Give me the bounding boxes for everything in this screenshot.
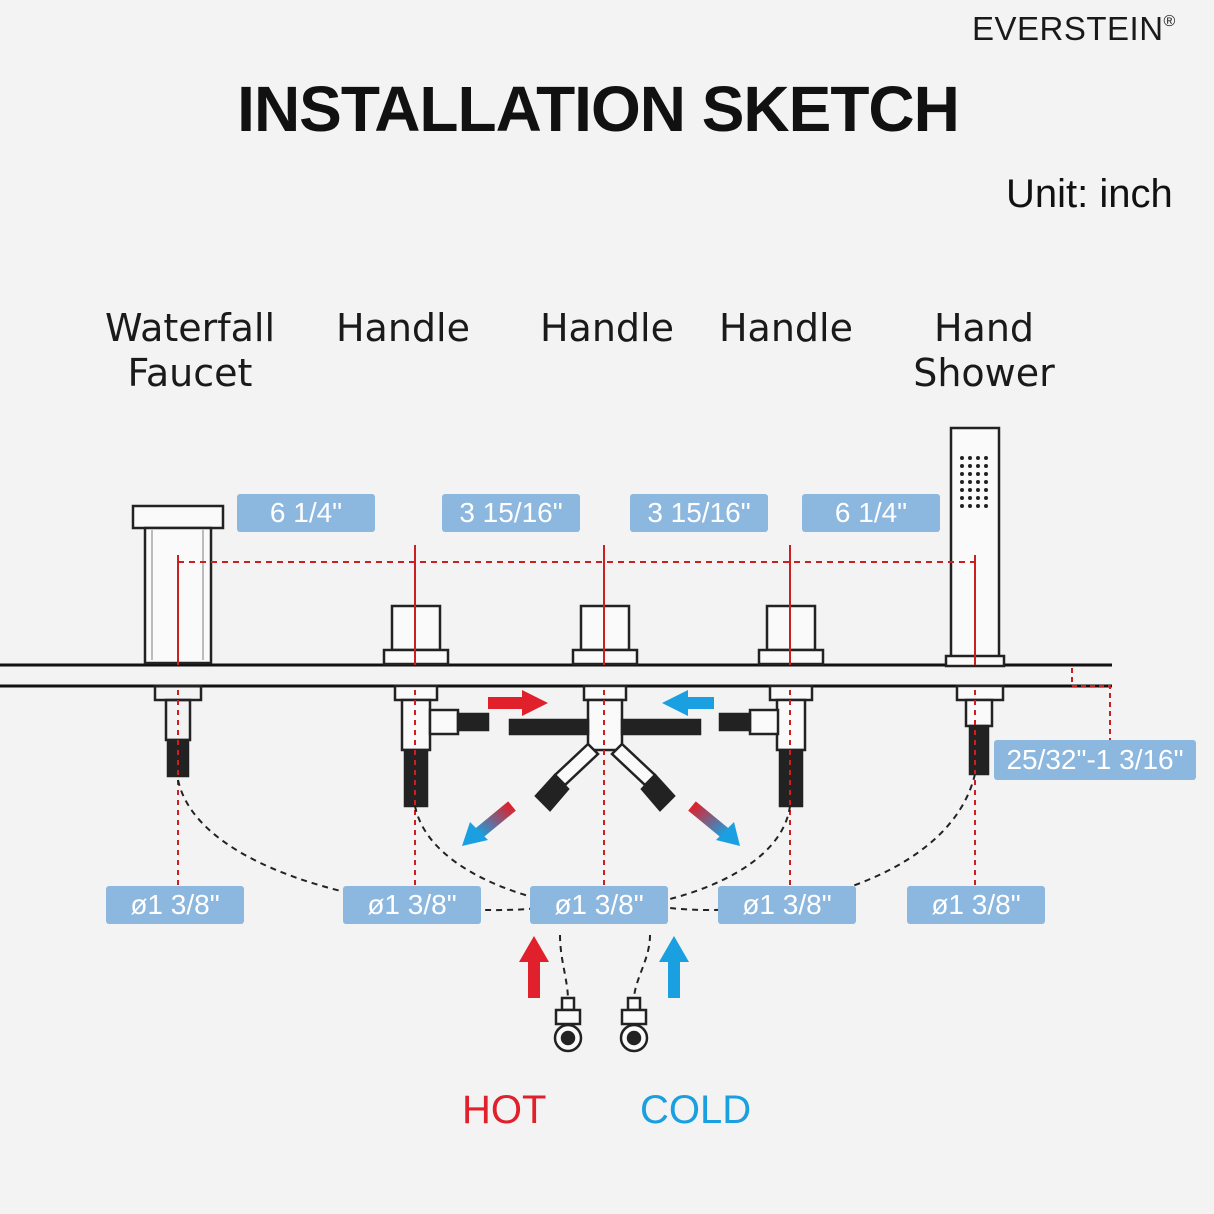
mixed-flow-arrow-left bbox=[462, 801, 516, 846]
spacing-badge-2: 3 15/16" bbox=[442, 494, 580, 532]
handle-left-body bbox=[382, 604, 490, 808]
hand-shower-nozzles bbox=[960, 456, 988, 508]
hole-diameter-badge-1: ø1 3/8" bbox=[106, 886, 244, 924]
hole-diameter-badge-3: ø1 3/8" bbox=[530, 886, 668, 924]
spacing-badge-1: 6 1/4" bbox=[237, 494, 375, 532]
spacing-dimension bbox=[177, 545, 976, 665]
hot-label: HOT bbox=[462, 1088, 547, 1132]
label-waterfall-faucet: Waterfall Faucet bbox=[104, 306, 276, 395]
deck-thickness-badge: 25/32"-1 3/16" bbox=[994, 740, 1196, 780]
hot-flow-arrow bbox=[488, 690, 548, 716]
label-handle-right: Handle bbox=[718, 306, 853, 350]
spacing-badge-4: 6 1/4" bbox=[802, 494, 940, 532]
cold-supply-arrow bbox=[659, 936, 689, 998]
hole-diameter-badge-5: ø1 3/8" bbox=[907, 886, 1045, 924]
cold-label: COLD bbox=[640, 1088, 752, 1132]
deck-thickness-callout bbox=[1071, 668, 1111, 740]
deck bbox=[0, 663, 1112, 688]
label-hand-shower: Hand Shower bbox=[913, 306, 1055, 395]
label-handle-left: Handle bbox=[335, 306, 470, 350]
cold-flow-arrow bbox=[662, 690, 714, 716]
hole-diameter-badge-4: ø1 3/8" bbox=[718, 886, 856, 924]
supply-hoses bbox=[177, 773, 976, 1001]
handle-right-body bbox=[718, 604, 825, 808]
cold-supply-valve bbox=[619, 996, 649, 1053]
brand-logo: EVERSTEIN® bbox=[972, 10, 1176, 47]
label-handle-center: Handle bbox=[539, 306, 674, 350]
spacing-badge-3: 3 15/16" bbox=[630, 494, 768, 532]
hot-supply-arrow bbox=[519, 936, 549, 998]
hot-supply-valve bbox=[553, 996, 583, 1053]
hole-centerlines bbox=[177, 690, 976, 885]
hole-diameter-badge-2: ø1 3/8" bbox=[343, 886, 481, 924]
page-title: INSTALLATION SKETCH bbox=[237, 73, 960, 145]
mixed-flow-arrow-right bbox=[688, 801, 740, 846]
unit-label: Unit: inch bbox=[1006, 172, 1173, 216]
handle-center-body bbox=[508, 604, 702, 812]
